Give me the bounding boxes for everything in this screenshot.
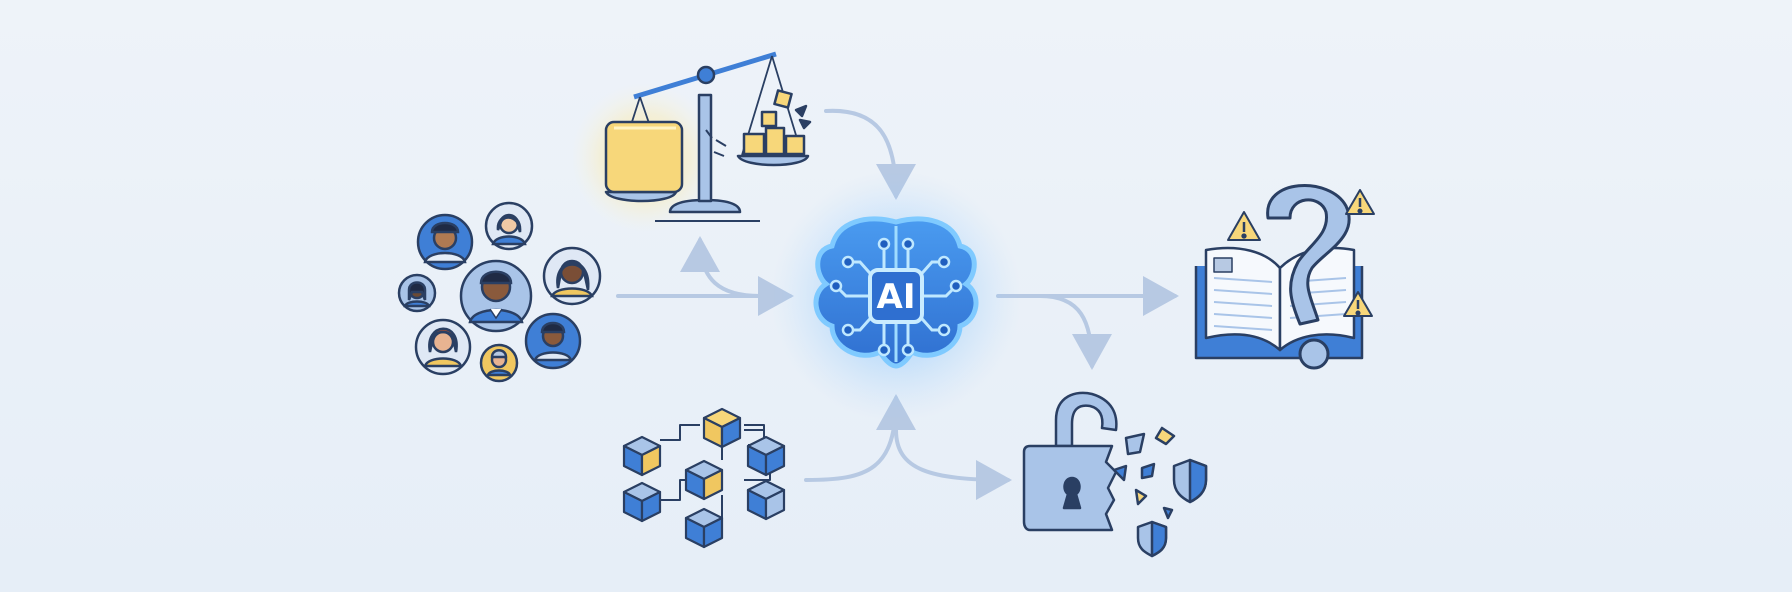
data-cube (622, 481, 662, 523)
data-cube (684, 507, 724, 549)
broken-lock-icon (1022, 391, 1208, 558)
warning-icon (1345, 189, 1375, 215)
unbalanced-scale-icon (570, 51, 812, 233)
data-cube (702, 407, 742, 449)
person-avatar (416, 213, 474, 271)
person-avatar (542, 246, 602, 306)
data-cube (746, 479, 786, 521)
person-avatar (484, 201, 534, 251)
arrow-branch-to-lock (894, 428, 1012, 500)
book-question-warning-icon (1194, 184, 1375, 370)
data-blocks-network-icon (622, 407, 786, 549)
warning-icon (1227, 211, 1261, 241)
person-avatar (414, 318, 472, 376)
connector-arrows (616, 108, 1179, 500)
shield-icon (1172, 458, 1208, 504)
person-avatar (459, 259, 533, 333)
data-cube (684, 459, 724, 501)
warning-icon (1343, 291, 1373, 317)
arrow-branch-to-scale (680, 236, 762, 298)
data-cube (622, 435, 662, 477)
person-avatar (479, 343, 519, 383)
brain-circuit-icon: AI (771, 171, 1021, 421)
person-avatar (524, 312, 582, 370)
ai-label: AI (877, 277, 916, 317)
person-avatar (397, 273, 437, 313)
diverse-people-icon (397, 201, 602, 383)
shield-icon (1136, 520, 1168, 558)
arrow-branch-to-lock-top (1038, 294, 1112, 370)
data-cube (746, 435, 786, 477)
